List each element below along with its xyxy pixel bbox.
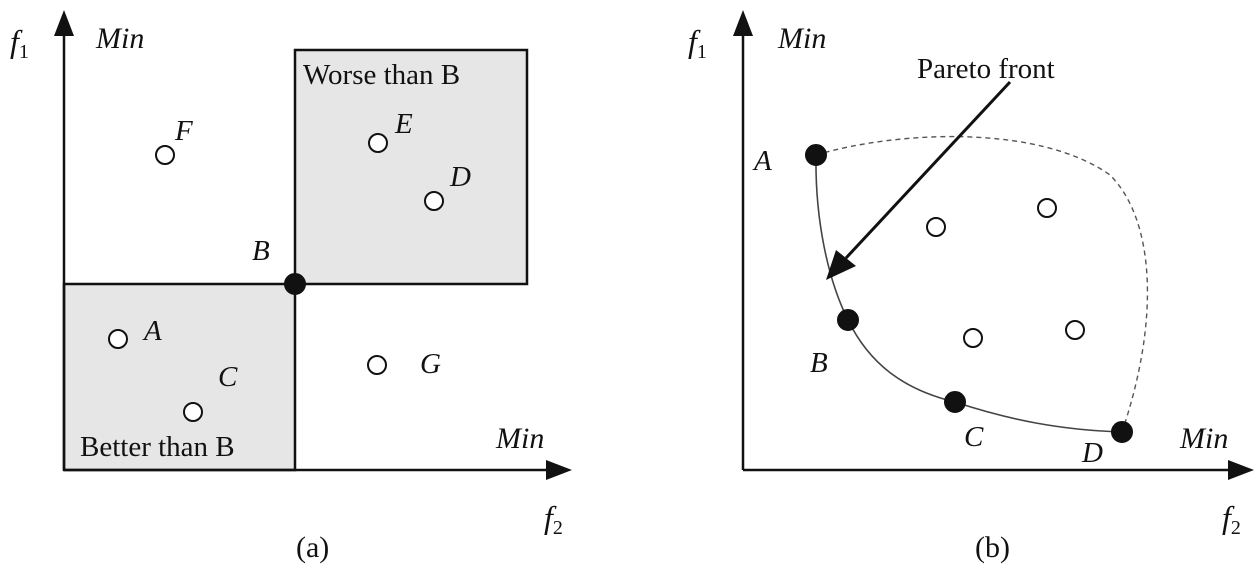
worse-region-label: Worse than B bbox=[303, 59, 460, 91]
caption-a: (a) bbox=[296, 531, 329, 564]
front-point-a-label: A bbox=[752, 145, 772, 177]
x-direction-b: Min bbox=[1179, 422, 1228, 455]
point-a-label: A bbox=[142, 315, 162, 347]
y-axis-arrow-b bbox=[733, 10, 753, 36]
point-e-label: E bbox=[394, 108, 413, 140]
y-direction-b: Min bbox=[777, 22, 826, 55]
caption-b: (b) bbox=[975, 531, 1010, 564]
front-point-d bbox=[1111, 421, 1133, 443]
point-f bbox=[155, 145, 175, 165]
dominated-point bbox=[1065, 320, 1085, 340]
point-g-label: G bbox=[420, 348, 441, 380]
point-c-label: C bbox=[218, 361, 238, 393]
point-f-label: F bbox=[174, 115, 193, 147]
front-point-a bbox=[805, 144, 827, 166]
x-axis-label-b: f2 bbox=[1222, 499, 1241, 539]
x-axis-arrow-b bbox=[1228, 460, 1254, 480]
better-region-label: Better than B bbox=[80, 431, 235, 463]
front-point-c bbox=[944, 391, 966, 413]
pareto-front-arrowhead bbox=[826, 250, 856, 280]
pareto-front-pointer bbox=[844, 80, 1012, 260]
x-axis-label-a: f2 bbox=[544, 499, 563, 539]
y-axis-label-a: f1 bbox=[10, 23, 29, 63]
worse-region bbox=[293, 48, 529, 286]
point-e bbox=[368, 133, 388, 153]
feasible-boundary bbox=[815, 135, 1149, 433]
front-point-c-label: C bbox=[964, 421, 984, 453]
dominated-point bbox=[1037, 198, 1057, 218]
panel-a: f1 Min Min f2 Worse than B Better than B… bbox=[10, 10, 572, 564]
panel-b: f1 Min Min f2 Pareto front A B C D (b) bbox=[688, 10, 1254, 564]
point-d bbox=[424, 191, 444, 211]
point-g bbox=[367, 355, 387, 375]
front-point-b bbox=[837, 309, 859, 331]
dominated-point bbox=[963, 328, 983, 348]
pareto-front-curve bbox=[815, 154, 1123, 433]
y-axis-arrow-a bbox=[54, 10, 74, 36]
point-b-label: B bbox=[252, 235, 270, 267]
y-direction-a: Min bbox=[95, 22, 144, 55]
pareto-front-label: Pareto front bbox=[917, 53, 1055, 85]
point-d-label: D bbox=[449, 161, 471, 193]
front-point-b-label: B bbox=[810, 347, 828, 379]
point-c bbox=[183, 402, 203, 422]
x-axis-arrow-a bbox=[546, 460, 572, 480]
x-direction-a: Min bbox=[495, 422, 544, 455]
better-region bbox=[62, 282, 297, 472]
y-axis-label-b: f1 bbox=[688, 23, 707, 63]
point-a bbox=[108, 329, 128, 349]
front-point-d-label: D bbox=[1081, 437, 1103, 469]
point-b bbox=[284, 273, 306, 295]
dominated-point bbox=[926, 217, 946, 237]
